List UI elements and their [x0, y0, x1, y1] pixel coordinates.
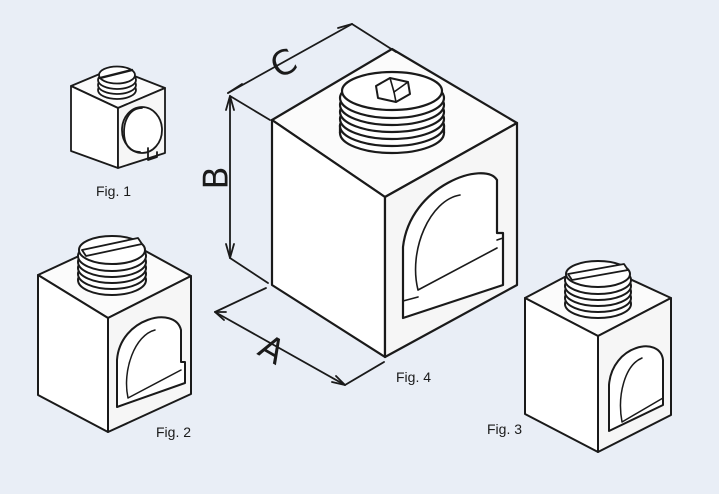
fig1-block	[70, 65, 166, 169]
slot-icon	[567, 263, 629, 281]
fig4-caption: Fig. 4	[396, 369, 432, 385]
slot-icon	[81, 237, 143, 257]
fig2-caption: Fig. 2	[156, 424, 192, 440]
fig4-bore	[401, 172, 505, 320]
fig4-screw	[338, 70, 446, 155]
fig4-bore-inner	[402, 194, 498, 302]
slot-icon	[98, 68, 134, 80]
fig4-bore-key	[496, 237, 504, 241]
fig3-caption: Fig. 3	[487, 421, 523, 437]
fig3-block	[524, 260, 672, 453]
fig2-block	[37, 235, 192, 433]
fig1-caption: Fig. 1	[96, 183, 132, 199]
dimension-label-b: B	[196, 166, 237, 190]
fig4-block	[214, 23, 519, 386]
dimension-lines	[214, 23, 397, 386]
